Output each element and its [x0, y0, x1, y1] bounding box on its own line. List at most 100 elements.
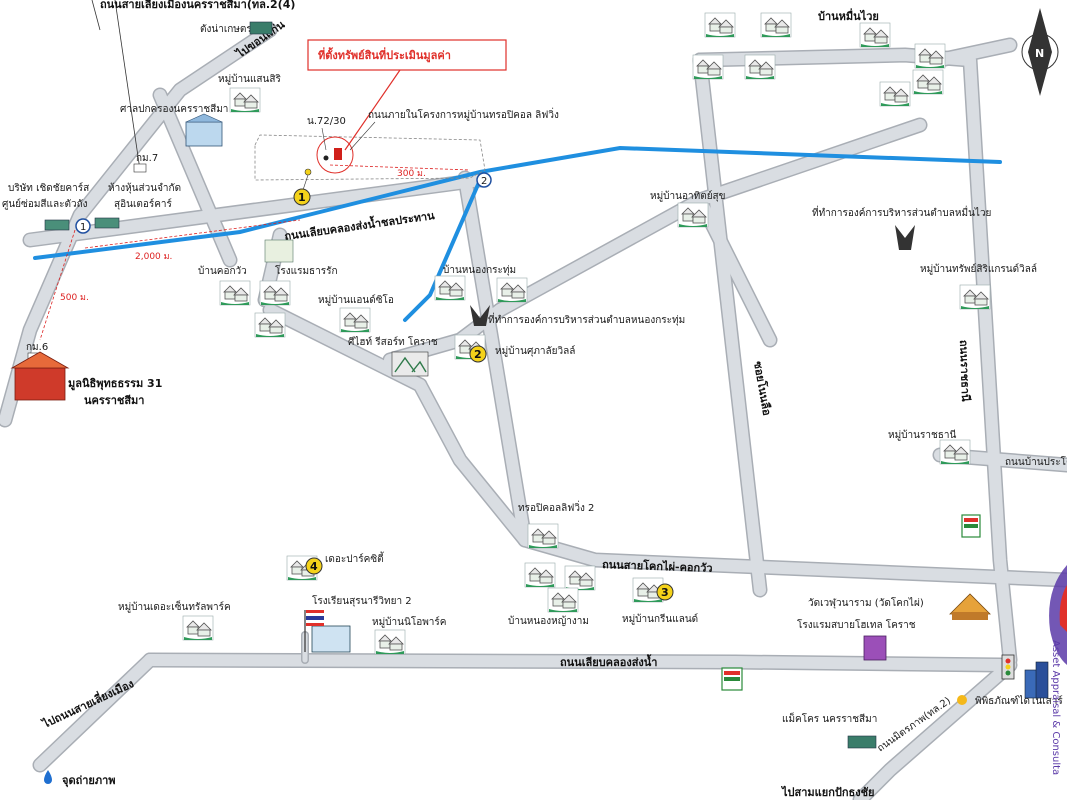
place-seven-eleven-1: [961, 514, 981, 538]
place-kaset: ตังน่าเกษตร: [200, 21, 273, 35]
temple-icon: [14, 367, 66, 401]
route-marker-2: 2: [476, 172, 492, 188]
garage-icon: [44, 219, 70, 231]
ratchathani-road-label: ถนนราชธานี: [957, 340, 972, 403]
place-green: หมู่บ้านกรีนแลนด์: [622, 577, 698, 625]
museum-icon: [957, 695, 967, 705]
svg-text:ที่ทำการองค์การบริหารส่วนตำบลห: ที่ทำการองค์การบริหารส่วนตำบลหนองกระทุ่ม: [488, 312, 685, 326]
distance-500: 500 ม.: [60, 293, 89, 303]
svg-text:บ้านหนองกระทุ่ม: บ้านหนองกระทุ่ม: [443, 264, 516, 276]
svg-text:หมู่บ้านกรีนแลนด์: หมู่บ้านกรีนแลนด์: [622, 613, 698, 625]
soi-label: ซอยโนนลือ: [751, 360, 774, 416]
svg-text:1: 1: [80, 222, 86, 233]
place-km7: กม.7: [133, 153, 158, 173]
place-ban-khok: บ้านคอกวัว: [198, 265, 291, 338]
legend: จุดถ่ายภาพ: [44, 770, 116, 788]
svg-text:หมู่บ้านเดอะเซ็นทรัลพาร์ค: หมู่บ้านเดอะเซ็นทรัลพาร์ค: [118, 599, 231, 613]
svg-text:ห้างหุ้นส่วนจำกัด: ห้างหุ้นส่วนจำกัด: [108, 182, 181, 194]
svg-text:2: 2: [481, 176, 487, 187]
traffic-light: [1001, 654, 1015, 680]
place-rongraem: โรงแรมธารรัก: [264, 239, 338, 277]
place-tropical2: ทรอปิคอลลิฟวิ่ง 2: [518, 500, 594, 549]
svg-text:กม.7: กม.7: [136, 153, 158, 164]
canal-road-bottom-label: ถนนเลียบคลองส่งน้ำ: [560, 654, 658, 669]
prachote-road-label: ถนนบ้านประโคน: [1005, 455, 1067, 468]
place-saensiri: หมู่บ้านแสนสิริ: [218, 73, 281, 113]
svg-text:2: 2: [474, 348, 482, 361]
school-flag-icon: [311, 625, 351, 653]
project-road-label: ถนนภายในโครงการหมู่บ้านทรอปิคอล ลิฟวิ่ง: [368, 107, 559, 121]
svg-text:สุอินเตอร์คาร์: สุอินเตอร์คาร์: [114, 198, 173, 210]
km-post-icon: [133, 163, 147, 173]
svg-text:หมู่บ้านทรัพย์สิริแกรนด์วิลล์: หมู่บ้านทรัพย์สิริแกรนด์วิลล์: [920, 263, 1037, 275]
place-supalai: หมู่บ้านศุภาลัยวิลล์: [454, 334, 575, 360]
khok-road-label: ถนนสายโคกไผ่-คอกวัว: [602, 557, 713, 575]
svg-text:หมู่บ้านแสนสิริ: หมู่บ้านแสนสิริ: [218, 73, 281, 85]
place-ratchathani: หมู่บ้านราชธานี: [888, 429, 971, 465]
north-arrow-icon: N: [1021, 8, 1059, 96]
place-foundation: มูลนิธิพุทธธรรม 31 นครราชสีมา: [10, 351, 162, 407]
svg-text:หมู่บ้านนิโอพาร์ค: หมู่บ้านนิโอพาร์ค: [372, 615, 446, 628]
svg-text:โรงแรมสบายโฮเทล โคราช: โรงแรมสบายโฮเทล โคราช: [797, 618, 916, 631]
svg-text:หมู่บ้านแอนด์ซิโอ: หมู่บ้านแอนด์ซิโอ: [318, 293, 394, 306]
photo-point-1: 1: [293, 188, 311, 206]
place-nico: หมู่บ้านนิโอพาร์ค: [372, 615, 446, 655]
photo-point-2: 2: [469, 345, 487, 363]
place-seven-eleven-2: [721, 667, 743, 691]
showroom-icon: [94, 217, 120, 229]
distance-line-300: [329, 164, 471, 171]
road-network: [0, 22, 1067, 800]
svg-text:บริษัท เชิดชัยคาร์ส: บริษัท เชิดชัยคาร์ส: [8, 182, 89, 194]
hotel-building-icon: [264, 239, 294, 263]
place-company: บริษัท เชิดชัยคาร์ส ศูนย์ซ่อมสีและตัวถัง: [2, 182, 89, 231]
place-ban-nongyai: บ้านหนองหญ้างาม: [508, 562, 596, 627]
svg-text:เดอะปาร์คซิตี้: เดอะปาร์คซิตี้: [325, 551, 385, 565]
place-makro: แม็คโคร นครราชสีมา: [782, 711, 877, 749]
top-road-label: ถนนสายเลี่ยงเมืองนครราชสีมา(ทล.2(4): [100, 0, 295, 11]
svg-text:หมู่บ้านศุภาลัยวิลล์: หมู่บ้านศุภาลัยวิลล์: [495, 345, 575, 357]
project-boundary: [254, 134, 486, 181]
place-obt-muenwai: ที่ทำการองค์การบริหารส่วนตำบลหมื่นไวย: [812, 205, 991, 250]
svg-text:หมู่บ้านอาทิตย์สุข: หมู่บ้านอาทิตย์สุข: [650, 190, 726, 202]
place-ban-nong: บ้านหนองกระทุ่ม: [434, 264, 528, 303]
place-hotel: โรงแรมสบายโฮเทล โคราช: [797, 618, 916, 661]
svg-text:วัดเวฬุวนาราม (วัดโคกไผ่): วัดเวฬุวนาราม (วัดโคกไผ่): [808, 596, 924, 609]
svg-text:บ้านคอกวัว: บ้านคอกวัว: [198, 265, 247, 277]
warehouse-icon: [847, 735, 877, 749]
building-icon: [249, 21, 273, 35]
company-logo: Asset Appraisal & Consulta: [1049, 565, 1067, 775]
place-court: ศาลปกครองนครราชสีมา: [120, 103, 228, 147]
legend-photo-label: จุดถ่ายภาพ: [62, 774, 116, 788]
distance-line-2000: [84, 219, 301, 249]
to-pakchong-label: ไปสามแยกปักธงชัย: [780, 785, 875, 799]
route-marker-1: 1: [75, 218, 91, 234]
canal-road-top-label: ถนนเลียบคลองส่งน้ำชลประทาน: [283, 207, 436, 243]
svg-text:ศาลปกครองนครราชสีมา: ศาลปกครองนครราชสีมา: [120, 103, 228, 115]
temple-icon: [949, 593, 991, 615]
distance-2000: 2,000 ม.: [135, 252, 172, 262]
garuda-emblem-icon: [470, 305, 490, 326]
city-buildings: [1024, 661, 1049, 699]
svg-text:แม็คโคร นครราชสีมา: แม็คโคร นครราชสีมา: [782, 711, 877, 725]
callout-box: [307, 39, 507, 71]
hotel-building-icon: [863, 635, 887, 661]
svg-text:โรงเรียนสุรนารีวิทยา 2: โรงเรียนสุรนารีวิทยา 2: [312, 594, 412, 607]
court-building-icon: [185, 121, 223, 147]
place-toyota: ห้างหุ้นส่วนจำกัด สุอินเตอร์คาร์: [94, 182, 181, 229]
svg-text:ศูนย์ซ่อมสีและตัวถัง: ศูนย์ซ่อมสีและตัวถัง: [2, 198, 88, 210]
place-siri-grand: หมู่บ้านทรัพย์สิริแกรนด์วิลล์: [920, 263, 1037, 310]
svg-text:กม.6: กม.6: [26, 342, 48, 353]
svg-text:โรงแรมธารรัก: โรงแรมธารรัก: [275, 264, 338, 277]
house-cluster-icon: [229, 87, 261, 113]
irrigation-canal: [33, 145, 1002, 322]
svg-text:3: 3: [661, 586, 669, 599]
place-muenwai-village: บ้านหมื่นไวย: [692, 8, 946, 107]
photo-point-4: 4: [305, 557, 323, 575]
distance-line-500: [39, 229, 76, 341]
place-parkcity: เดอะปาร์คซิตี้: [286, 551, 385, 581]
distance-300: 300 ม.: [397, 169, 426, 179]
svg-text:บ้านหมื่นไวย: บ้านหมื่นไวย: [818, 8, 879, 23]
place-obt-nong: ที่ทำการองค์การบริหารส่วนตำบลหนองกระทุ่ม: [470, 305, 685, 326]
place-school: โรงเรียนสุรนารีวิทยา 2: [304, 594, 412, 653]
